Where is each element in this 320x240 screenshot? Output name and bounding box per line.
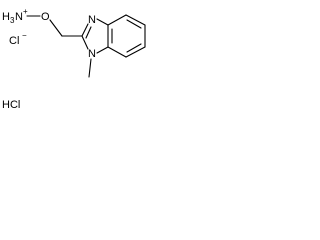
- ammonium-plus-charge: +: [23, 7, 28, 16]
- chloride-ion: Cl −: [9, 31, 27, 47]
- n3-label: N: [88, 14, 96, 26]
- h3n-n-label: N: [15, 11, 23, 23]
- benzene-ring: [107, 14, 146, 58]
- chloride-minus-charge: −: [22, 31, 27, 40]
- bond-c6-c7: [125, 46, 146, 58]
- bond-n3-c3a: [96, 18, 109, 26]
- bond-o-ch2: [49, 19, 63, 37]
- bond-c7-c7a: [107, 46, 127, 58]
- bond-n1-methyl: [88, 58, 92, 78]
- h3n-h-label: H: [2, 11, 10, 23]
- hcl-label: HCl: [2, 99, 20, 111]
- bond-c2-n3: [81, 23, 89, 37]
- chloride-cl-label: Cl: [9, 35, 19, 47]
- bond-n1-c2: [81, 35, 89, 50]
- aminooxy-group: H 3 N + O: [2, 7, 50, 25]
- oxygen-label: O: [41, 11, 50, 23]
- bond-c6-c7-double: [126, 43, 142, 53]
- bond-c2-n3-double: [85, 26, 92, 39]
- bond-c7a-n1: [96, 46, 109, 54]
- h3n-subscript-3: 3: [10, 16, 15, 25]
- n1-label: N: [88, 48, 96, 60]
- bond-c4-c5: [125, 14, 146, 26]
- structure-diagram: H 3 N + O Cl − N N: [2, 7, 146, 111]
- bond-c4-c5-double: [126, 19, 142, 29]
- imidazole-ring: N N: [81, 14, 109, 60]
- bond-c3a-c4: [107, 14, 127, 26]
